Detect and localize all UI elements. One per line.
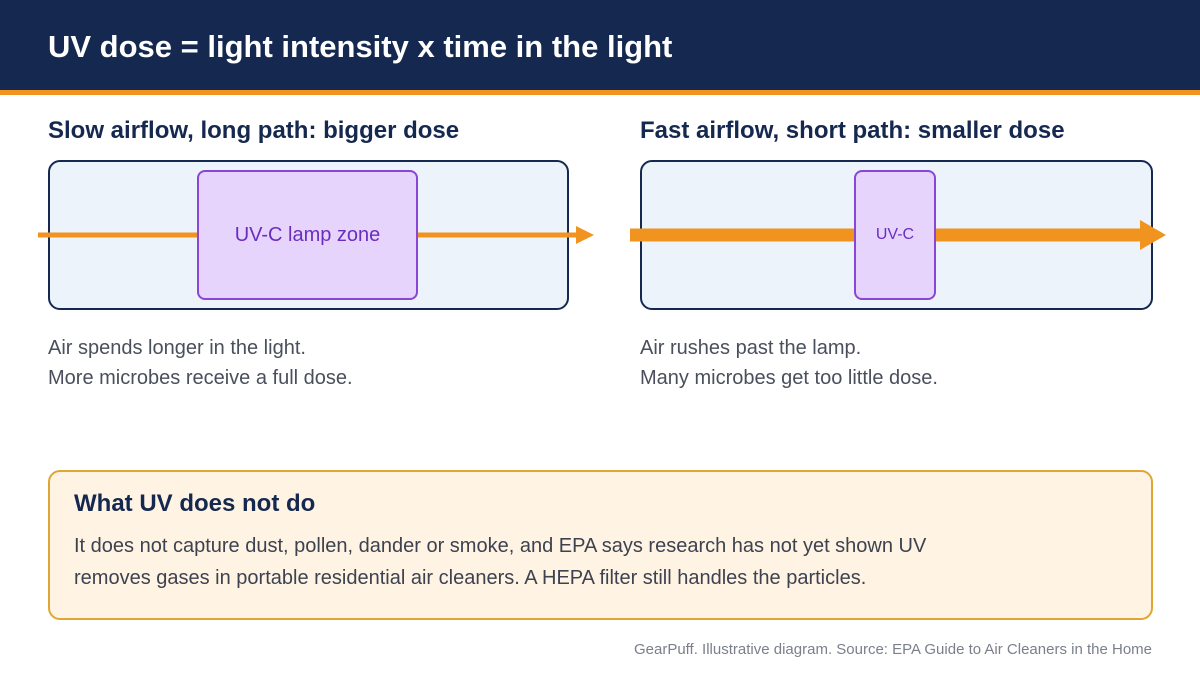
- lamp-label-small: UV-C: [875, 226, 915, 243]
- note-title: What UV does not do: [74, 490, 316, 517]
- fast-caption: Air rushes past the lamp. Many microbes …: [640, 333, 938, 393]
- slow-caption-line-1: Air spends longer in the light.: [48, 337, 306, 359]
- fast-arrowhead: [1140, 220, 1166, 250]
- page-title: UV dose = light intensity x time in the …: [48, 29, 673, 64]
- limitations-note-box: What UV does not do It does not capture …: [48, 470, 1153, 620]
- uv-c-lamp-small: UV-C: [854, 170, 936, 300]
- note-body-line-2: removes gases in portable residential ai…: [74, 567, 867, 589]
- header-accent-rule: [0, 90, 1200, 95]
- fast-caption-line-1: Air rushes past the lamp.: [640, 337, 862, 359]
- source-footer: GearPuff. Illustrative diagram. Source: …: [633, 641, 1152, 658]
- lamp-label: UV-C lamp zone: [234, 223, 381, 246]
- slow-panel-heading: Slow airflow, long path: bigger dose: [48, 117, 460, 144]
- header-bar: UV dose = light intensity x time in the …: [0, 0, 1200, 90]
- fast-panel-heading: Fast airflow, short path: smaller dose: [640, 117, 1065, 144]
- note-body-line-1: It does not capture dust, pollen, dander…: [74, 535, 927, 557]
- fast-caption-line-2: Many microbes get too little dose.: [640, 367, 938, 389]
- slow-caption: Air spends longer in the light. More mic…: [48, 333, 353, 393]
- slow-caption-line-2: More microbes receive a full dose.: [48, 367, 353, 389]
- uv-c-lamp-zone: UV-C lamp zone: [197, 170, 418, 300]
- slow-arrowhead: [576, 226, 594, 244]
- note-body: It does not capture dust, pollen, dander…: [74, 530, 1124, 594]
